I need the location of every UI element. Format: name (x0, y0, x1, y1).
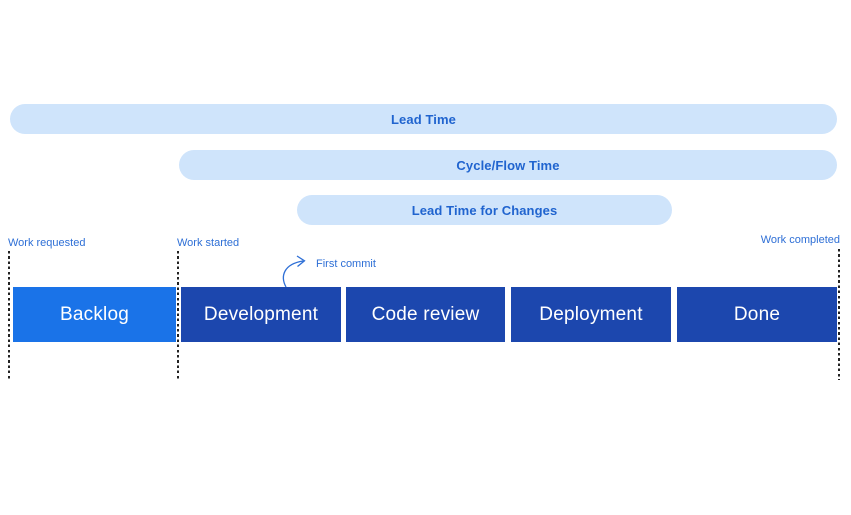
work-requested-label: Work requested (8, 237, 86, 249)
lead-time-pill: Lead Time (10, 104, 837, 134)
stage-deployment: Deployment (511, 287, 671, 342)
stage-deployment-label: Deployment (539, 303, 643, 325)
lead-time-for-changes-pill: Lead Time for Changes (297, 195, 672, 225)
lead-time-for-changes-label: Lead Time for Changes (411, 202, 558, 218)
work-completed-marker-line (838, 249, 840, 380)
cycle-flow-time-pill: Cycle/Flow Time (179, 150, 837, 180)
stage-development: Development (181, 287, 341, 342)
stage-backlog-label: Backlog (60, 303, 129, 325)
work-started-label: Work started (177, 237, 240, 249)
stage-backlog: Backlog (13, 287, 176, 342)
stage-code-review-label: Code review (371, 303, 480, 325)
work-started-marker-line (177, 251, 179, 380)
stage-code-review: Code review (346, 287, 505, 342)
first-commit-label: First commit (316, 258, 376, 270)
lead-time-label: Lead Time (391, 111, 456, 127)
stage-done-label: Done (733, 303, 781, 325)
work-requested-marker-line (8, 251, 10, 380)
first-commit-arrow-icon (282, 255, 306, 288)
stage-development-label: Development (203, 303, 319, 325)
cycle-flow-time-label: Cycle/Flow Time (456, 157, 560, 173)
work-completed-label: Work completed (760, 234, 840, 246)
stage-done: Done (677, 287, 837, 342)
